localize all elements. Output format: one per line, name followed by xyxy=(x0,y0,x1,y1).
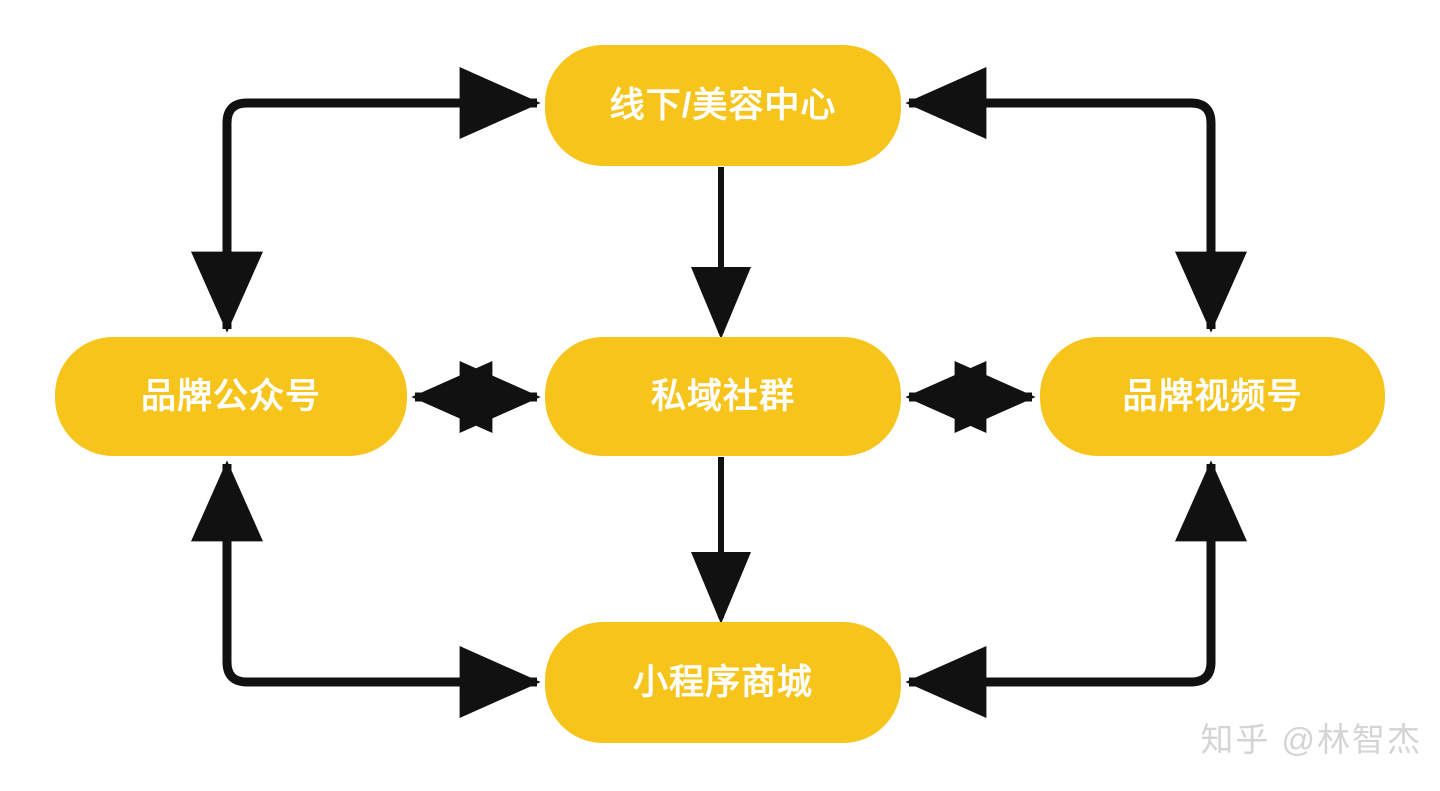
node-label: 线下/美容中心 xyxy=(609,86,837,125)
node-private-community[interactable]: 私域社群 xyxy=(545,337,901,456)
node-mini-program-mall[interactable]: 小程序商城 xyxy=(545,622,901,743)
node-offline-beauty-center[interactable]: 线下/美容中心 xyxy=(545,45,901,166)
connector-video-offline xyxy=(905,67,1247,333)
node-label: 小程序商城 xyxy=(632,663,813,702)
node-label: 品牌公众号 xyxy=(140,377,321,416)
watermark: 知乎 @林智杰 xyxy=(1200,721,1422,758)
node-brand-official-account[interactable]: 品牌公众号 xyxy=(55,337,407,456)
node-brand-video-account[interactable]: 品牌视频号 xyxy=(1040,337,1385,456)
connector-video-mall xyxy=(905,460,1247,718)
connector-official-mall xyxy=(191,460,541,718)
node-label: 品牌视频号 xyxy=(1122,377,1303,416)
connector-official-offline xyxy=(191,67,541,333)
node-label: 私域社群 xyxy=(650,377,795,416)
